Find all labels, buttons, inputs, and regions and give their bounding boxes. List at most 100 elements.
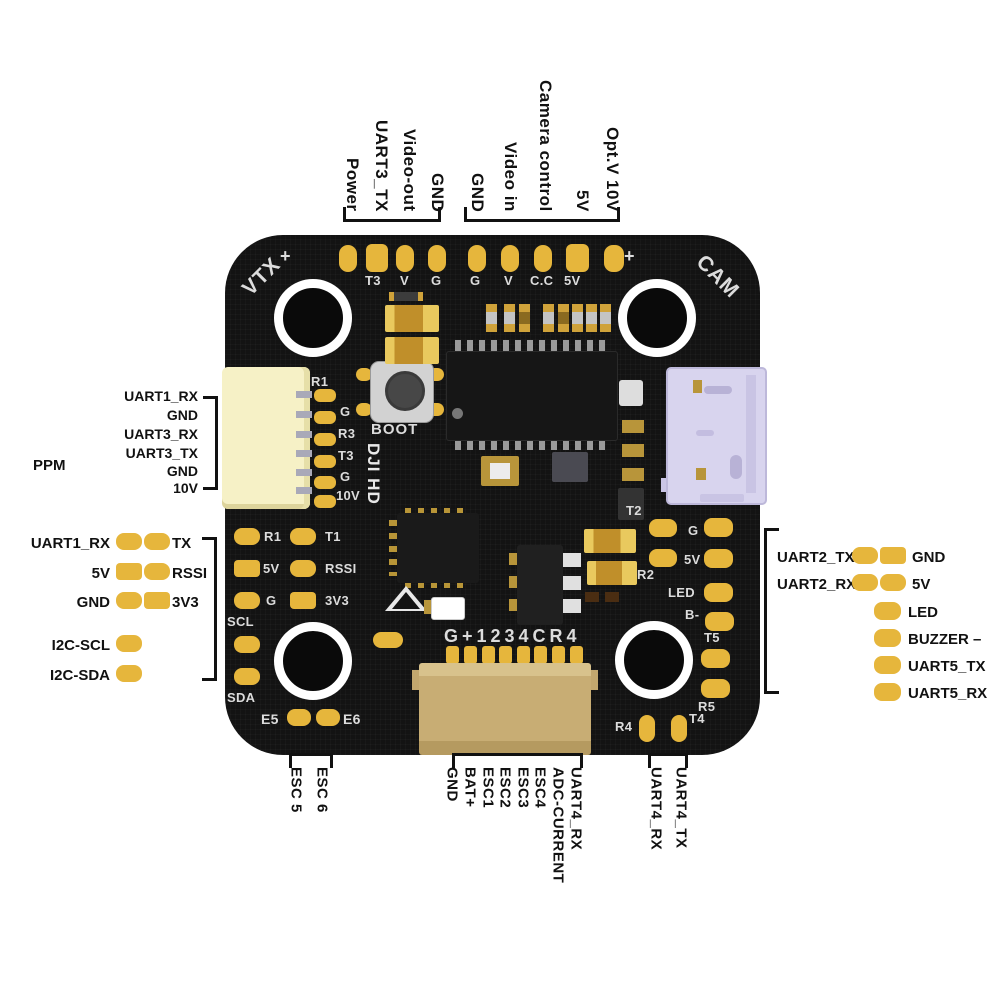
pin-label-5v: 5V xyxy=(91,565,110,582)
mounting-hole xyxy=(274,622,352,700)
pin-label-esc4: ESC4 xyxy=(531,767,549,809)
pin-label-gnd: GND xyxy=(468,172,487,212)
solder-pad-gnd xyxy=(428,245,446,272)
board-pad-g xyxy=(314,411,336,424)
regulator-chip xyxy=(517,545,563,625)
board-pad-3v3 xyxy=(290,592,316,609)
breakout-pad xyxy=(880,574,906,591)
mcu-pins-bottom xyxy=(455,438,605,450)
solder-pad-optv xyxy=(604,245,624,272)
orientation-triangle-inner xyxy=(392,592,420,609)
pin-label-uart1-rx: UART1_RX xyxy=(30,535,110,552)
silk-sda: SDA xyxy=(227,690,256,705)
board-pad-bminus xyxy=(705,612,734,631)
board-pad-r4 xyxy=(570,646,583,664)
silk-power-row: G+1234CR4 xyxy=(444,626,581,646)
usb-solder-dot xyxy=(696,468,706,480)
pin-label-uart3-tx: UART3_TX xyxy=(372,120,391,212)
gyro-pins-bottom xyxy=(405,580,469,588)
pin-label-adc-current: ADC-CURRENT xyxy=(549,767,567,884)
smd-component xyxy=(552,452,588,482)
smd-component xyxy=(490,463,510,479)
solder-pad-gnd xyxy=(468,245,486,272)
smd-component xyxy=(618,488,644,520)
pin-label-uart1-rx: UART1_RX xyxy=(124,388,198,404)
board-pad-r5 xyxy=(701,679,730,698)
silk-r5: R5 xyxy=(698,699,716,714)
breakout-pad xyxy=(144,563,170,580)
silk-r1: R1 xyxy=(264,529,282,544)
silk-g: G xyxy=(470,273,481,288)
usb-detail xyxy=(700,494,744,502)
jst-connector xyxy=(222,367,310,509)
smd-resistor xyxy=(586,304,597,332)
connector-tab xyxy=(412,670,420,690)
pin-label-uart2-rx: UART2_RX xyxy=(777,576,857,593)
pin-label-video-in: Video in xyxy=(501,142,520,212)
regulator-pad xyxy=(563,599,581,613)
pin-label-esc3: ESC3 xyxy=(514,767,532,809)
board-pad-esc2 xyxy=(499,646,512,664)
smd-resistor xyxy=(504,304,515,332)
usb-detail xyxy=(704,386,732,394)
silk-10v: 10V xyxy=(336,488,361,503)
plus-mark: + xyxy=(624,246,635,266)
connector-pin xyxy=(296,411,312,418)
breakout-pad xyxy=(116,665,142,682)
bracket-top-left-group xyxy=(343,207,441,222)
board-pad-t4 xyxy=(671,715,687,742)
bracket-left-breakout-group xyxy=(202,537,217,681)
silk-g: G xyxy=(431,273,442,288)
solder-pad-power xyxy=(339,245,357,272)
mounting-hole xyxy=(274,279,352,357)
solder-pad-video-out xyxy=(396,245,414,272)
silk-t3: T3 xyxy=(338,448,354,463)
board-pad-esc3 xyxy=(517,646,530,664)
pin-label-uart4-tx: UART4_TX xyxy=(672,767,690,849)
pin-label-video-out: Video-out xyxy=(400,129,419,212)
solder-pad-5v xyxy=(566,244,589,272)
board-pad-e5 xyxy=(287,709,311,726)
breakout-pad xyxy=(116,592,142,609)
board-pad-t2 xyxy=(649,519,677,537)
silk-boot: BOOT xyxy=(371,421,419,438)
smd-resistor xyxy=(600,304,611,332)
silk-3v3: 3V3 xyxy=(325,593,350,608)
solder-pad-video-in xyxy=(501,245,519,272)
usb-tab xyxy=(661,478,669,492)
pin-label-esc2: ESC2 xyxy=(496,767,514,809)
pin-label-gnd: GND xyxy=(443,767,461,802)
pin-label-gnd: GND xyxy=(912,549,946,566)
pin-label-i2c-sda: I2C-SDA xyxy=(49,667,110,684)
breakout-pad xyxy=(144,533,170,550)
silk-5v: 5V xyxy=(263,561,280,576)
pin-label-power: Power xyxy=(343,158,362,212)
gyro-pins-top xyxy=(405,508,469,516)
connector-pin xyxy=(296,469,312,476)
breakout-pad xyxy=(874,602,901,620)
board-pad-esc4 xyxy=(534,646,547,664)
smd-resistor xyxy=(519,304,530,332)
pin-label-uart5-tx: UART5_TX xyxy=(908,658,986,675)
solder-pad xyxy=(424,600,432,614)
smd-component xyxy=(605,592,619,602)
gyro-pins-left xyxy=(389,520,397,576)
usb-detail xyxy=(730,455,742,479)
capacitor xyxy=(385,305,439,332)
solder-pad xyxy=(509,599,517,611)
capacitor xyxy=(587,561,637,585)
pin-label-gnd: GND xyxy=(166,463,198,479)
status-led xyxy=(431,597,465,620)
pin-label-5v: 5V xyxy=(912,576,931,593)
silk-e5: E5 xyxy=(261,711,279,727)
pin-label-gnd: GND xyxy=(76,594,110,611)
board-pad-led xyxy=(704,583,733,602)
capacitor xyxy=(584,529,636,553)
silk-rssi: RSSI xyxy=(325,561,357,576)
board-pad-g xyxy=(314,476,336,489)
board-pad-esc1 xyxy=(482,646,495,664)
silk-scl: SCL xyxy=(227,614,254,629)
silk-5v: 5V xyxy=(564,273,581,288)
board-pad-5v-edge xyxy=(704,549,733,568)
